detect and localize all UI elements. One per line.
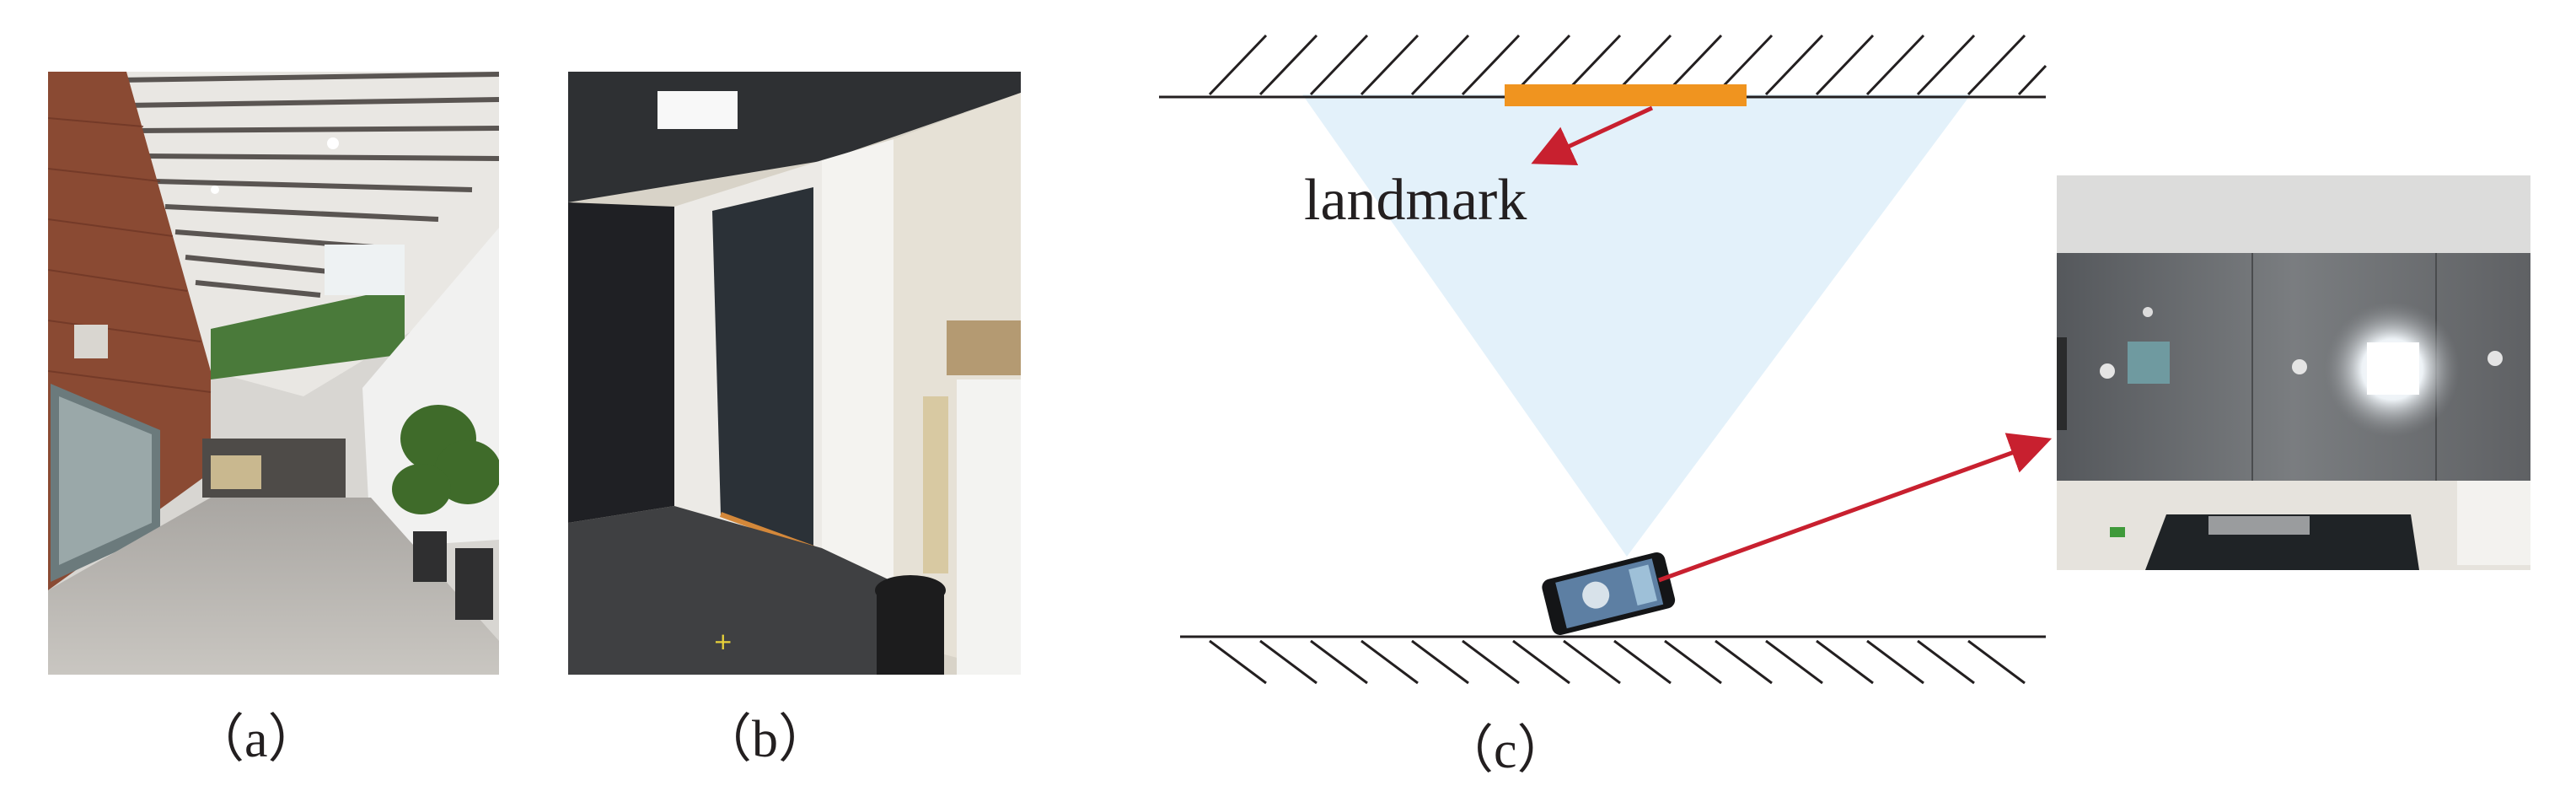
panel-c-diagram: landmark (1159, 34, 2530, 685)
floor (1180, 635, 2046, 685)
field-of-view (1302, 94, 1971, 557)
panel-b-photo: + (568, 72, 1021, 675)
camera-view-photo (2057, 175, 2530, 570)
smartphone-icon (1542, 552, 1676, 635)
landmark-arrow (1531, 105, 1654, 166)
caption-a: （a） (192, 711, 320, 768)
landmark-label: landmark (1304, 168, 1527, 233)
caption-b: （b） (700, 711, 830, 768)
camera-arrow (1658, 433, 2053, 583)
svg-text:+: + (713, 627, 733, 655)
caption-c: （c） (1441, 722, 1570, 779)
panel-a-photo (48, 72, 499, 675)
landmark-bar (1505, 84, 1747, 106)
